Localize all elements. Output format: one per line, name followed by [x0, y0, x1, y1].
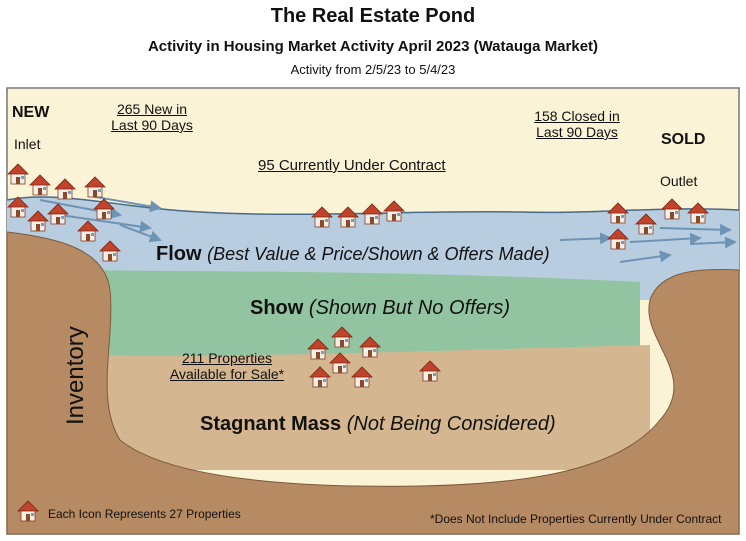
flow-desc: (Best Value & Price/Shown & Offers Made) [207, 244, 550, 264]
available-count: 211 Properties Available for Sale* [169, 350, 285, 382]
show-layer [90, 270, 640, 360]
flow-arrow [629, 232, 702, 245]
flow-arrow [689, 236, 737, 249]
stagnant-title: Stagnant Mass [200, 413, 342, 435]
footnote: *Does Not Include Properties Currently U… [430, 512, 722, 526]
date-range: Activity from 2/5/23 to 5/4/23 [290, 62, 456, 77]
closed-count: 158 Closed in Last 90 Days [534, 108, 620, 140]
inlet-label: NEW [12, 104, 50, 121]
stagnant-desc: (Not Being Considered) [346, 413, 556, 435]
flow-arrow [89, 195, 162, 213]
inventory-label: Inventory [62, 326, 89, 425]
flow-arrow [119, 224, 162, 243]
flow-title: Flow [156, 243, 202, 265]
flow-arrow [619, 250, 672, 263]
flow-arrow [559, 232, 612, 245]
show-label: Show (Shown But No Offers) [250, 297, 510, 320]
inlet-sub: Inlet [14, 136, 41, 152]
legend-text: Each Icon Represents 27 Properties [48, 507, 241, 521]
show-title: Show [250, 297, 304, 319]
flow-arrow [659, 223, 732, 236]
page-subtitle: Activity in Housing Market Activity Apri… [147, 38, 599, 55]
under-contract-count: 95 Currently Under Contract [258, 157, 446, 174]
new-listings-count: 265 New in Last 90 Days [111, 101, 193, 133]
flow-label: Flow (Best Value & Price/Shown & Offers … [156, 243, 550, 266]
outlet-label: SOLD [661, 131, 706, 148]
stagnant-label: Stagnant Mass (Not Being Considered) [200, 413, 556, 436]
show-desc: (Shown But No Offers) [308, 297, 511, 319]
outlet-sub: Outlet [660, 173, 698, 189]
page-title: The Real Estate Pond [270, 5, 476, 27]
earth-banks [6, 231, 740, 535]
flow-arrow [59, 214, 152, 233]
stagnant-layer [100, 345, 650, 470]
